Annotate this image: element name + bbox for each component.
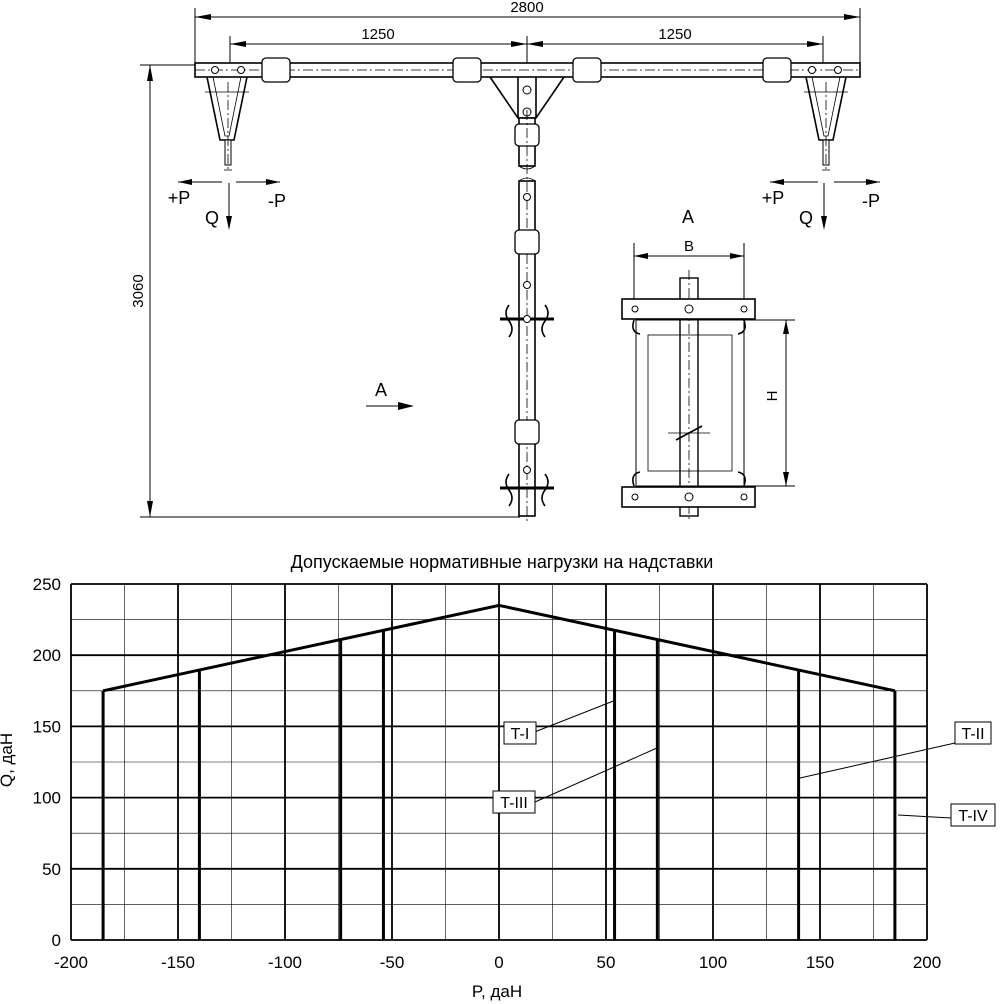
x-tick-label: -150	[161, 953, 195, 972]
view-arrow-label: A	[375, 380, 387, 400]
dim-h-label: H	[764, 391, 781, 402]
left-q-label: Q	[205, 208, 219, 228]
x-tick-label: 200	[913, 953, 941, 972]
right-suspension	[804, 76, 848, 172]
dim-right-label: 1250	[658, 26, 691, 43]
load-chart: Допускаемые нормативные нагрузки на надс…	[0, 552, 996, 1001]
dim-b-label: B	[684, 238, 694, 255]
svg-text:T-III: T-III	[500, 795, 528, 812]
left-suspension	[205, 76, 249, 172]
left-force-arrows: +P -P Q	[168, 179, 286, 230]
svg-text:T-II: T-II	[961, 726, 984, 743]
svg-text:T-IV: T-IV	[958, 808, 988, 825]
right-force-arrows: +P -P Q	[762, 179, 880, 230]
x-tick-label: -100	[268, 953, 302, 972]
x-tick-label: -200	[54, 953, 88, 972]
view-a-title: A	[682, 207, 694, 227]
chart-ylabel: Q, даН	[0, 733, 16, 787]
y-tick-label: 150	[33, 717, 61, 736]
right-q-label: Q	[799, 208, 813, 228]
chart-xlabel: P, даН	[472, 982, 522, 1001]
chart-title: Допускаемые нормативные нагрузки на надс…	[291, 552, 714, 572]
y-tick-label: 100	[33, 789, 61, 808]
vertical-post	[500, 110, 554, 522]
y-tick-label: 50	[42, 860, 61, 879]
y-tick-label: 250	[33, 575, 61, 594]
view-arrow-a: A	[366, 380, 414, 410]
traverse-drawing: 2800 1250 1250	[130, 0, 880, 522]
dimension-1250-pair: 1250 1250	[229, 26, 824, 68]
series-label-t3: T-III	[492, 747, 658, 814]
x-tick-label: 50	[597, 953, 616, 972]
left-plus-p-label: +P	[168, 188, 191, 208]
right-plus-p-label: +P	[762, 188, 785, 208]
svg-text:T-I: T-I	[511, 726, 530, 743]
dim-height-label: 3060	[130, 274, 147, 307]
view-a-detail: A B	[621, 207, 795, 520]
horizontal-beam	[140, 57, 861, 119]
dim-total-label: 2800	[510, 0, 543, 16]
dim-left-label: 1250	[361, 26, 394, 43]
x-tick-label: -50	[380, 953, 405, 972]
dimension-3060: 3060	[130, 65, 520, 518]
series-label-t1: T-I	[503, 699, 617, 745]
y-tick-label: 200	[33, 646, 61, 665]
x-tick-label: 150	[806, 953, 834, 972]
dimension-2800: 2800	[194, 0, 861, 70]
envelope-line	[102, 603, 896, 693]
series-label-t2: T-II	[799, 721, 992, 779]
series-label-t4: T-IV	[897, 803, 996, 827]
right-minus-p-label: -P	[862, 191, 880, 211]
y-tick-label: 0	[52, 931, 61, 950]
left-minus-p-label: -P	[268, 191, 286, 211]
x-tick-label: 0	[494, 953, 503, 972]
x-tick-label: 100	[699, 953, 727, 972]
